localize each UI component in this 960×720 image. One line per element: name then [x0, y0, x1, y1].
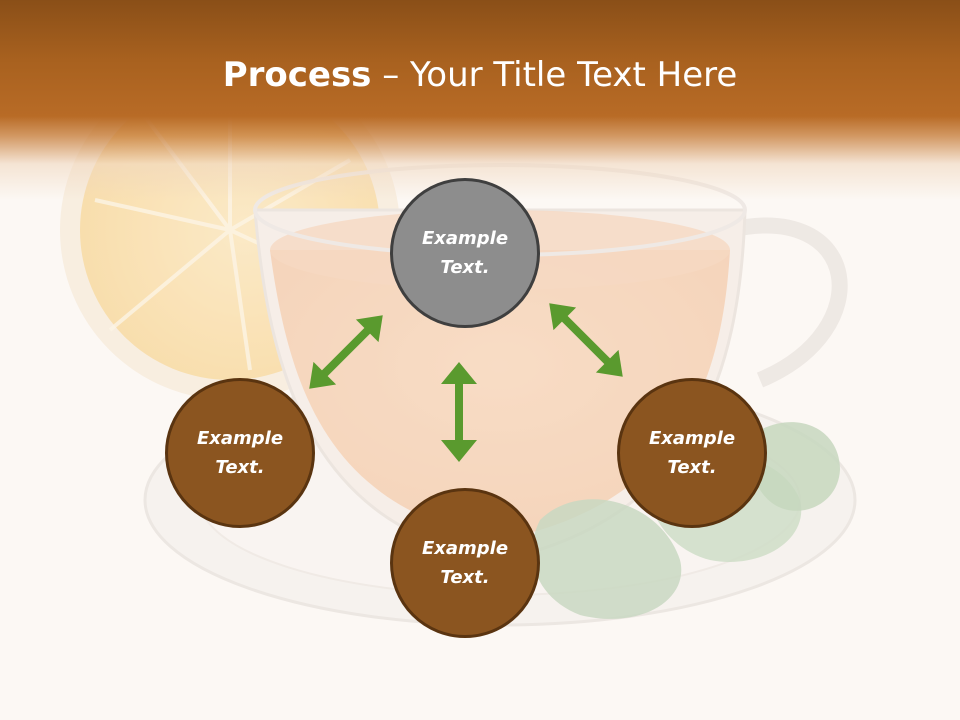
node-top: Example Text. [390, 178, 540, 328]
node-bottom: Example Text. [390, 488, 540, 638]
node-right: Example Text. [617, 378, 767, 528]
node-bottom-label: Example Text. [421, 538, 509, 588]
title-rest: – Your Title Text Here [371, 55, 738, 95]
slide-title: Process – Your Title Text Here [0, 52, 960, 98]
node-left: Example Text. [165, 378, 315, 528]
node-right-label: Example Text. [648, 428, 736, 478]
title-bold: Process [222, 55, 372, 95]
title-banner [0, 0, 960, 200]
node-top-label: Example Text. [421, 228, 509, 278]
node-left-label: Example Text. [196, 428, 284, 478]
